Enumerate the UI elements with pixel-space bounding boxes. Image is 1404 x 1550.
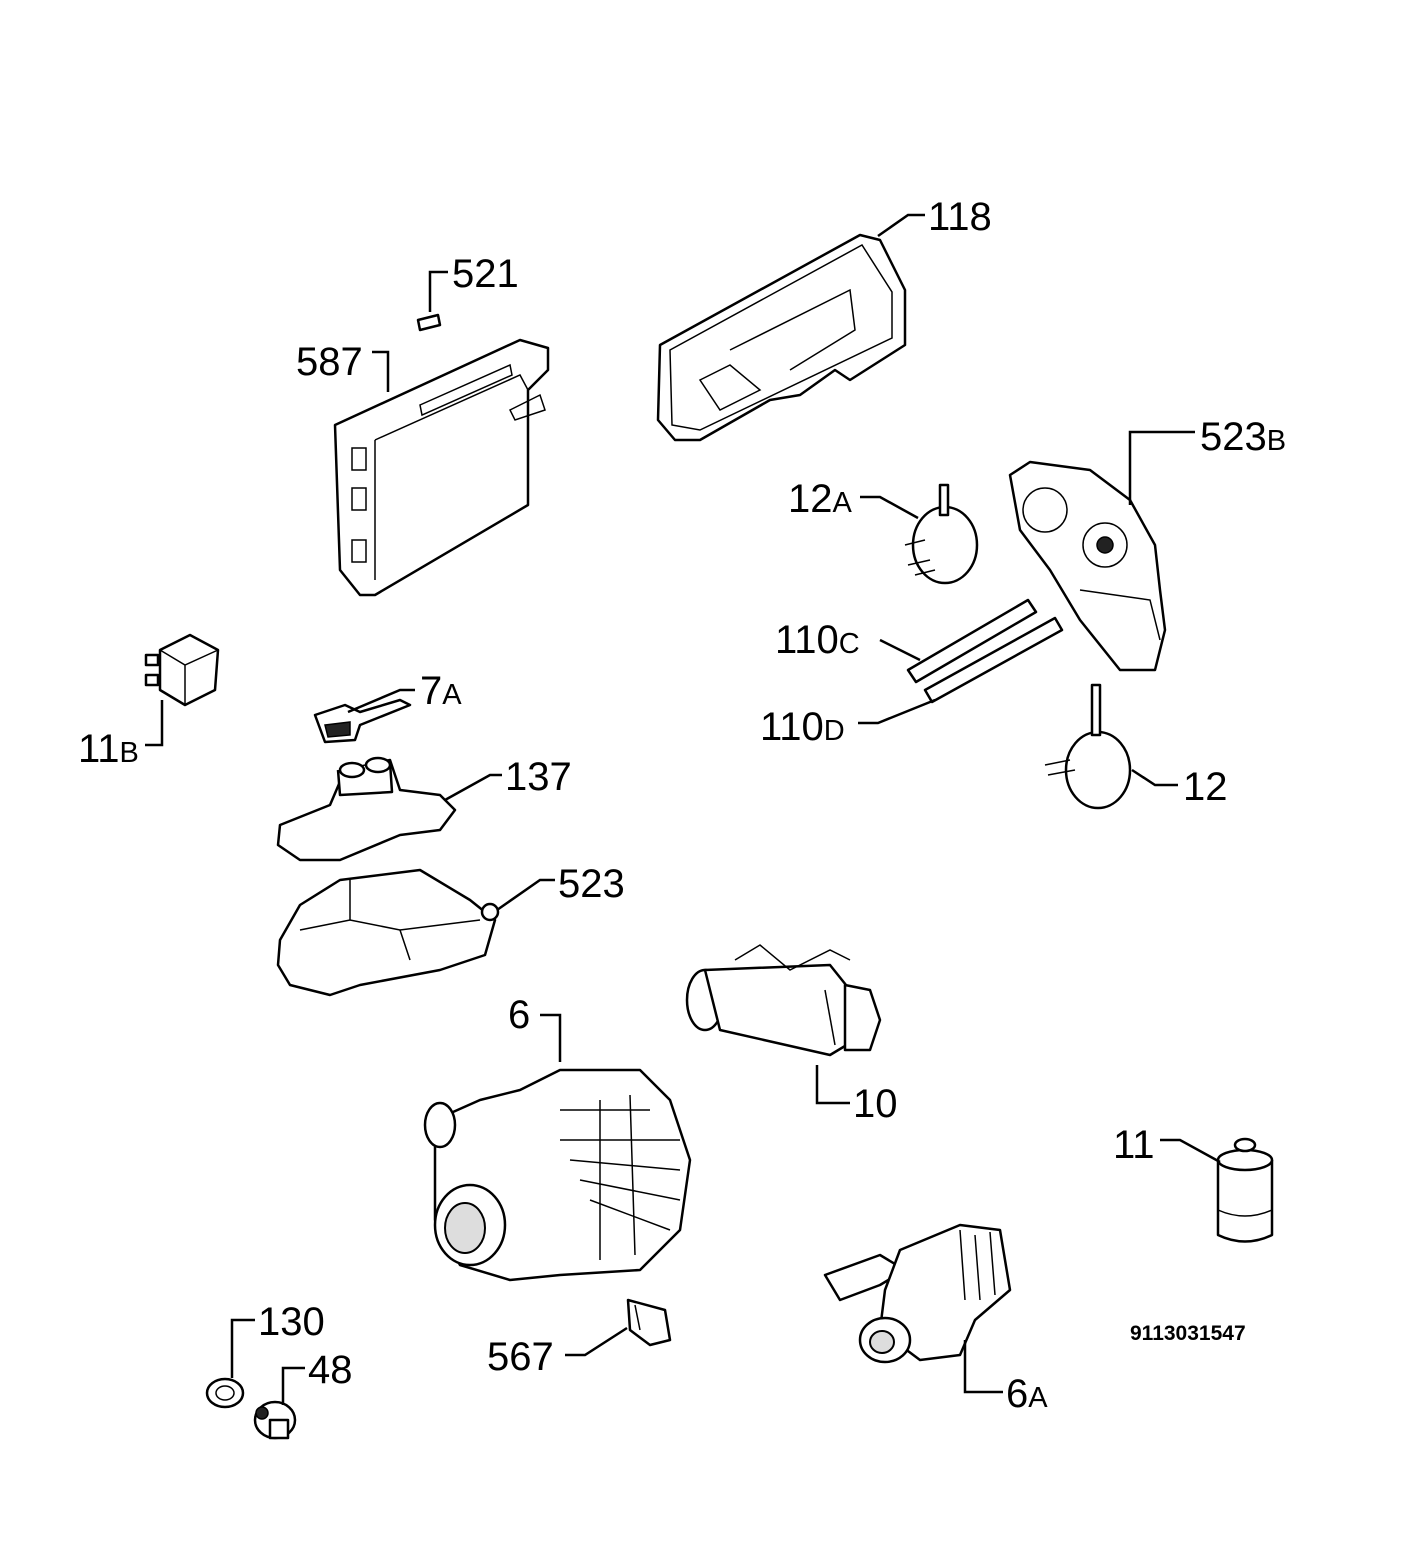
part-523B-assembly — [1008, 460, 1167, 672]
label-523B: 523B — [1200, 415, 1286, 459]
label-48: 48 — [308, 1348, 353, 1392]
leader-10 — [815, 1065, 850, 1105]
label-12A: 12A — [788, 477, 853, 521]
label-12: 12 — [1183, 765, 1228, 809]
part-118-control-housing — [656, 233, 907, 442]
part-6A-drain-pump — [823, 1223, 1012, 1364]
leader-6A — [963, 1340, 1003, 1394]
leader-110D — [858, 698, 936, 725]
leader-12A — [860, 495, 919, 520]
part-12-pressure-switch — [1044, 683, 1132, 810]
leader-11B — [145, 700, 164, 747]
label-6: 6 — [508, 993, 530, 1037]
label-137: 137 — [505, 755, 572, 799]
leader-567 — [565, 1326, 628, 1357]
part-6-circulation-pump — [423, 1068, 692, 1282]
leader-11 — [1160, 1138, 1221, 1164]
part-523-base — [276, 868, 500, 997]
label-11B: 11B — [78, 727, 139, 771]
part-7A-clip — [313, 698, 412, 744]
label-6A: 6A — [1006, 1372, 1048, 1416]
leader-110C — [879, 638, 921, 662]
leader-587 — [372, 350, 390, 392]
leader-523 — [496, 878, 555, 912]
label-10: 10 — [853, 1082, 898, 1126]
leader-118 — [877, 213, 925, 238]
leader-6 — [540, 1013, 562, 1062]
label-118: 118 — [928, 195, 992, 239]
part-587-electronic-module — [333, 338, 550, 597]
label-110C: 110C — [775, 618, 860, 662]
part-12A-pressure-switch — [904, 483, 979, 585]
leader-521 — [428, 270, 448, 312]
label-11: 11 — [1113, 1123, 1155, 1167]
leader-7A — [347, 688, 415, 714]
part-567-clip — [626, 1298, 672, 1347]
label-130: 130 — [258, 1300, 325, 1344]
part-521-chip — [416, 313, 442, 332]
label-567: 567 — [487, 1335, 554, 1379]
leader-48 — [281, 1366, 305, 1405]
label-7A: 7A — [420, 669, 462, 713]
leader-137 — [444, 773, 502, 802]
part-110-hoses — [906, 598, 1064, 704]
label-587: 587 — [296, 340, 363, 384]
part-137-cover — [276, 756, 457, 862]
part-130-seal — [205, 1377, 245, 1409]
label-521: 521 — [452, 252, 519, 296]
label-110D: 110D — [760, 705, 845, 749]
part-labels: 118 521 587 523B 12A 110C 110D 12 11B 7A… — [78, 195, 1286, 1416]
leader-130 — [230, 1318, 255, 1378]
leader-lines — [145, 213, 1221, 1405]
part-10-heater — [685, 944, 882, 1057]
part-11-capacitor — [1216, 1137, 1274, 1243]
part-48-plug — [253, 1400, 297, 1440]
label-523: 523 — [558, 862, 625, 906]
leader-12 — [1131, 768, 1178, 787]
leader-523B — [1128, 430, 1195, 505]
part-11B-relay — [144, 633, 220, 707]
drawing-number: 9113031547 — [1130, 1322, 1246, 1345]
